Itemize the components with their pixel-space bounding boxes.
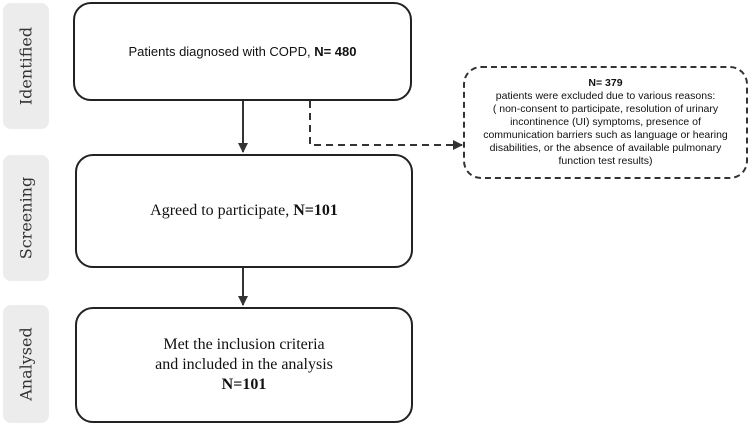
- stage-tab-identified: Identified: [3, 3, 49, 129]
- analysed-count: N=101: [221, 376, 267, 393]
- screening-label: Agreed to participate,: [150, 202, 294, 219]
- exclusion-line-4: communication barriers such as language …: [483, 129, 728, 141]
- exclusion-line-2: ( non-consent to participate, resolution…: [492, 103, 719, 115]
- identified-label: Patients diagnosed with COPD,: [128, 44, 315, 59]
- analysed-line-1: Met the inclusion criteria: [163, 336, 325, 353]
- stage-tab-screening: Screening: [3, 155, 49, 281]
- exclusion-line-6: function test results): [558, 155, 653, 167]
- identified-text: Patients diagnosed with COPD, N= 480: [128, 44, 356, 59]
- screening-text: Agreed to participate, N=101: [150, 202, 338, 220]
- screening-count: N=101: [293, 202, 338, 219]
- identified-box: Patients diagnosed with COPD, N= 480: [73, 2, 412, 101]
- exclusion-line-3: incontinence (UI) symptoms, presence of: [510, 116, 701, 128]
- exclusion-box: N= 379 patients were excluded due to var…: [463, 66, 748, 179]
- identified-count: N= 480: [314, 44, 357, 59]
- analysed-box: Met the inclusion criteria and included …: [75, 307, 413, 423]
- exclusion-line-5: disabilities, or the absence of availabl…: [489, 142, 722, 154]
- arrow-exclusion: [309, 101, 463, 150]
- stage-tab-analysed: Analysed: [3, 305, 49, 423]
- analysed-text: Met the inclusion criteria and included …: [155, 335, 333, 395]
- analysed-line-2: and included in the analysis: [155, 356, 333, 373]
- screening-box: Agreed to participate, N=101: [75, 154, 413, 268]
- exclusion-count: N= 379: [588, 77, 623, 89]
- exclusion-line-1: patients were excluded due to various re…: [495, 90, 716, 102]
